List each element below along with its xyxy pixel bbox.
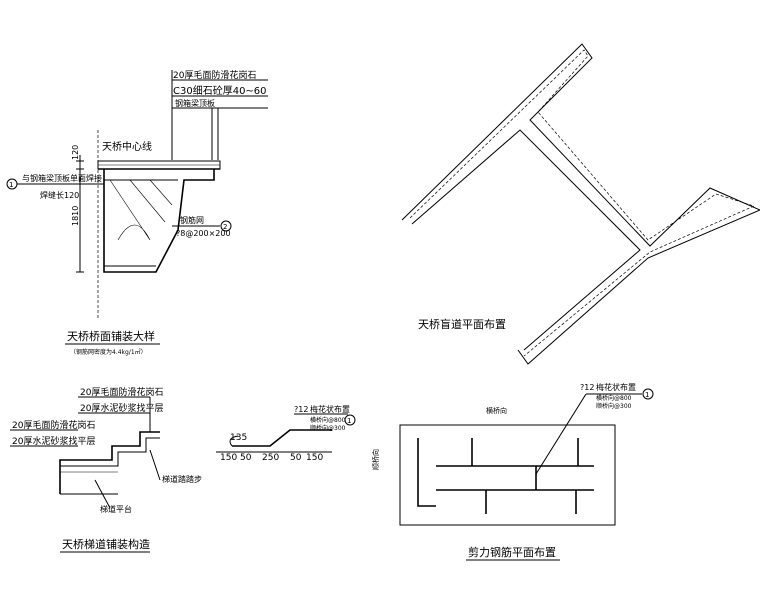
callout-circle: [344, 414, 356, 426]
callout-number: 2: [223, 223, 227, 231]
deck-detail-title: 天桥桥面铺装大样: [67, 329, 155, 343]
callout-number: 1: [347, 417, 351, 425]
blind-path-title: 天桥盲道平面布置: [418, 317, 506, 331]
dir-label-h: 横桥向: [486, 406, 507, 415]
stair-layer-b: 20厚水泥砂浆找平层: [80, 402, 163, 414]
shear-layout: 梅花状布置: [596, 382, 636, 392]
dim-top-label: 120: [71, 145, 80, 160]
callout-number: 1: [645, 391, 649, 399]
deck-layer2-label: C30细石砼厚40~60: [173, 84, 267, 97]
shear-bar: [232, 429, 332, 447]
weld-note: 与钢箱梁顶板单面焊接: [22, 173, 102, 183]
callout-circle: [220, 220, 232, 232]
dir-label-v: 顺桥向: [371, 449, 380, 470]
stair-finish: [60, 437, 160, 467]
blind-path-outline: [401, 43, 760, 365]
bar-spec: ?12: [294, 405, 308, 414]
bar-spacing-2: 顺桥向@300: [310, 424, 346, 432]
stair-steps: [59, 431, 160, 494]
shear-rebar-plan: ?12 梅花状布置 横桥向@800 顺桥向@300 1 横桥向 顺桥向 剪力钢筋…: [371, 382, 654, 561]
leader-line: [94, 479, 111, 509]
weld-size: 焊缝长120: [40, 190, 79, 200]
bar-dim-4: 50: [290, 453, 302, 463]
mesh-spec: ?8@200×200: [176, 229, 231, 238]
bar-dim-2: 50: [240, 453, 252, 463]
callout-number: 1: [9, 181, 13, 189]
bar-dim-1: 150: [220, 453, 237, 463]
blind-path-inner: [411, 129, 641, 351]
leader-line: [149, 449, 161, 481]
blind-path-plan: 天桥盲道平面布置: [401, 43, 760, 365]
stair-platform-label: 梯道平台: [100, 504, 132, 514]
deck-layer1-label: 20厚毛面防滑花岗石: [173, 69, 256, 81]
shear-spacing-1: 横桥向@800: [596, 394, 632, 402]
bar-layout: 梅花状布置: [310, 404, 350, 414]
callout-circle: [642, 388, 654, 400]
shear-spec: ?12: [580, 383, 594, 392]
bar-dim-3: 250: [262, 453, 279, 463]
stair-layer-d: 20厚水泥砂浆找平层: [12, 435, 95, 447]
stair-layer-c: 20厚毛面防滑花岗石: [12, 419, 95, 431]
centerline-label: 天桥中心线: [102, 140, 152, 153]
shear-spacing-2: 顺桥向@300: [596, 402, 632, 410]
blind-path-tiles: [409, 49, 755, 357]
leader-line: [535, 393, 587, 475]
dim-height-label: 1810: [71, 206, 80, 226]
box-girder: [103, 169, 215, 273]
deck-layer3-label: 钢箱梁顶板: [175, 98, 215, 108]
stair-detail: 20厚毛面防滑花岗石 20厚水泥砂浆找平层 20厚毛面防滑花岗石 20厚水泥砂浆…: [10, 386, 202, 553]
plan-outline: [399, 424, 616, 526]
bar-detail: 135 150 50 250 50 150 ?12 梅花状布置 横桥向@800 …: [216, 404, 356, 463]
girder-diaphragm: [109, 179, 173, 241]
bar-dim-5: 150: [306, 453, 323, 463]
shear-plan-title: 剪力钢筋平面布置: [468, 545, 556, 559]
deck-detail-note: （钢筋网密度为4.4kg/1㎡）: [70, 348, 147, 356]
stair-layer-a: 20厚毛面防滑花岗石: [80, 386, 163, 398]
stair-detail-title: 天桥梯道铺装构造: [62, 537, 150, 551]
bar-spacing-1: 横桥向@800: [310, 416, 346, 424]
deck-detail: 20厚毛面防滑花岗石 C30细石砼厚40~60 钢箱梁顶板 天桥中心线 120 …: [6, 69, 268, 356]
mesh-label: 钢筋网: [180, 215, 204, 225]
stair-step-label: 梯道踏踏步: [162, 474, 202, 484]
bar-bend: 135: [230, 433, 247, 443]
rebar-mark: [417, 438, 436, 507]
bar-hook: [229, 435, 239, 447]
